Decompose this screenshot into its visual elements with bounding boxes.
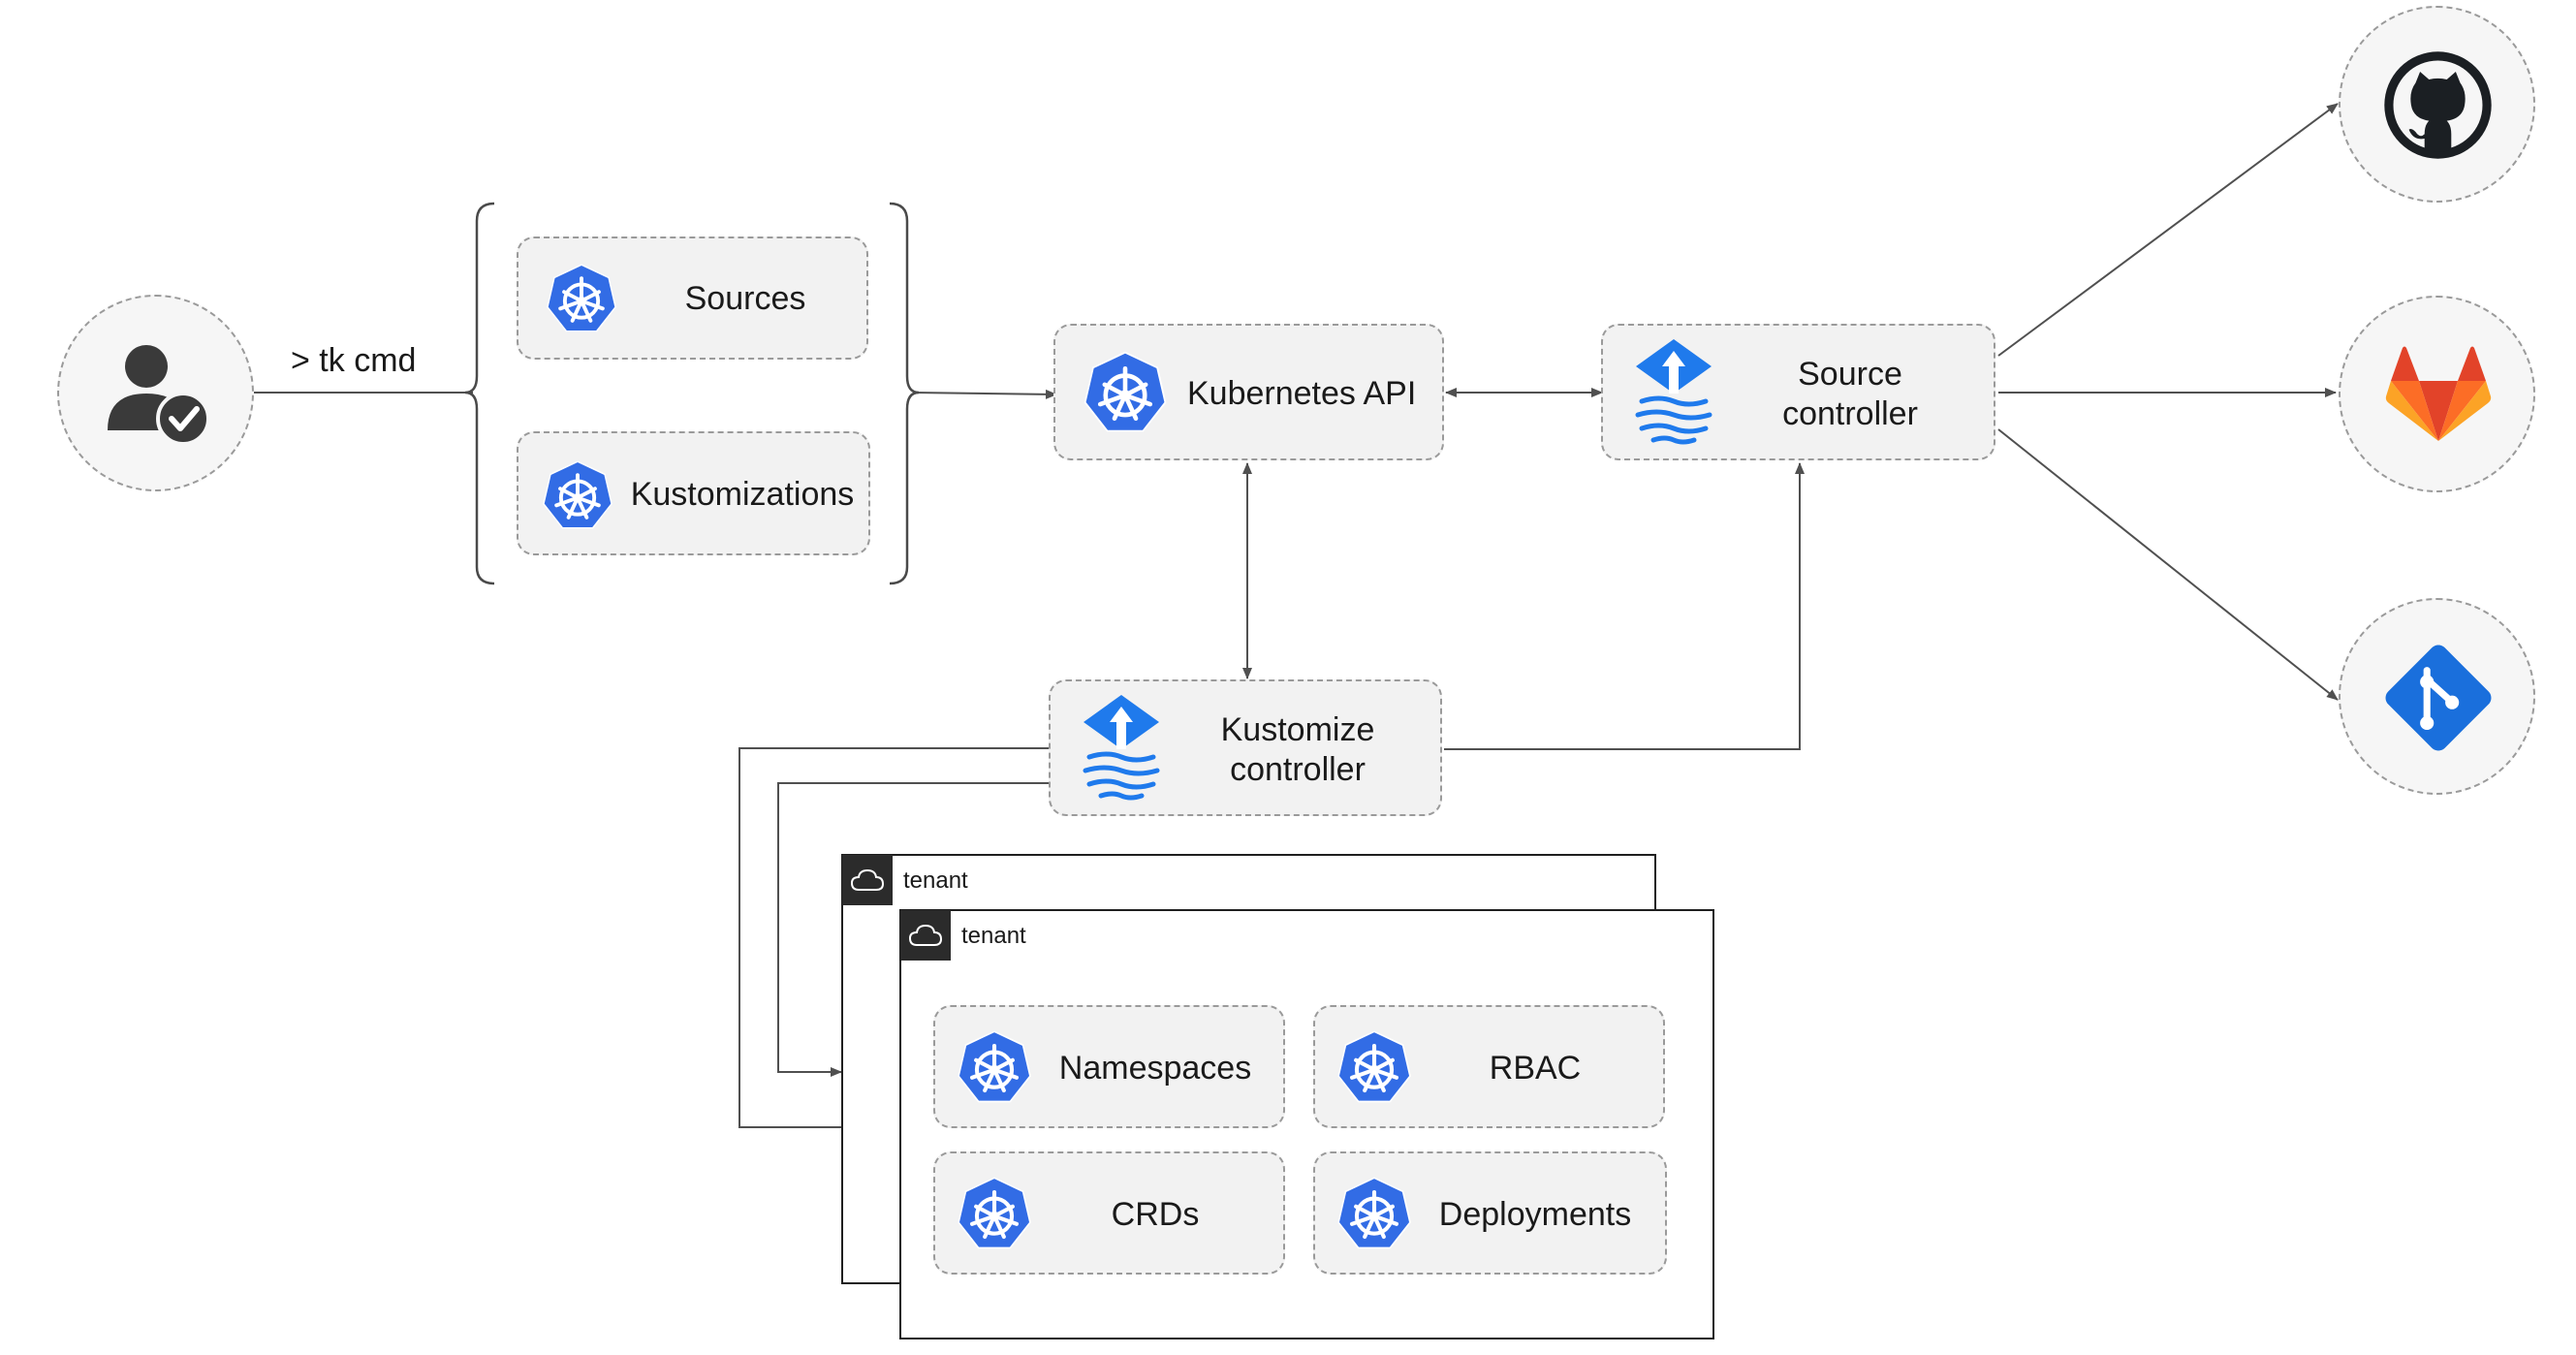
command-label: > tk cmd: [291, 342, 417, 379]
kubernetes-icon: [955, 1175, 1034, 1254]
tenant-frame-front: tenant Namespaces RBAC CRDs Deployments: [899, 909, 1714, 1339]
source-to-github-arrow: [1997, 103, 2339, 357]
crds-label: CRDs: [1111, 1196, 1200, 1233]
kustomize-controller-node[interactable]: Kustomize controller: [1049, 679, 1442, 816]
kustomizations-label: Kustomizations: [630, 476, 855, 513]
user-node[interactable]: [57, 295, 254, 491]
crds-node[interactable]: CRDs: [933, 1151, 1285, 1275]
github-repo-node[interactable]: [2339, 6, 2535, 203]
kustomize-controller-line2: controller: [1230, 751, 1366, 788]
resources-to-api-arrow: [912, 389, 1057, 399]
deployments-node[interactable]: Deployments: [1313, 1151, 1667, 1275]
kubernetes-icon: [955, 1028, 1034, 1108]
source-to-git-arrow: [1997, 428, 2339, 701]
git-icon: [2385, 645, 2492, 751]
namespaces-node[interactable]: Namespaces: [933, 1005, 1285, 1128]
source-controller-line1: Source: [1798, 356, 1902, 393]
kubernetes-icon: [1081, 349, 1170, 438]
kustomizations-node[interactable]: Kustomizations: [517, 431, 870, 555]
sources-label: Sources: [684, 280, 806, 317]
flux-icon: [1080, 693, 1163, 805]
kustomize-controller-label: Kustomize controller: [1196, 710, 1399, 790]
kubernetes-api-node[interactable]: Kubernetes API: [1053, 324, 1444, 460]
kustomize-to-tenant2-arrow: [738, 747, 1050, 1132]
gitlab-repo-node[interactable]: [2339, 296, 2535, 492]
source-controller-node[interactable]: Source controller: [1601, 324, 1995, 460]
source-controller-label: Source controller: [1748, 355, 1952, 434]
rbac-node[interactable]: RBAC: [1313, 1005, 1665, 1128]
tenant-tag: [842, 855, 893, 905]
git-repo-node[interactable]: [2339, 598, 2535, 795]
kubernetes-icon: [1335, 1175, 1414, 1254]
flux-icon: [1632, 337, 1715, 450]
deployments-label: Deployments: [1438, 1196, 1632, 1233]
rbac-label: RBAC: [1489, 1050, 1582, 1087]
cloud-icon: [908, 924, 943, 946]
namespaces-label: Namespaces: [1058, 1050, 1252, 1087]
kubernetes-icon: [1335, 1028, 1414, 1108]
kustomize-controller-line1: Kustomize: [1220, 711, 1375, 748]
sources-node[interactable]: Sources: [517, 236, 868, 360]
source-controller-line2: controller: [1782, 395, 1918, 432]
kubernetes-api-label: Kubernetes API: [1187, 375, 1417, 412]
github-icon: [2384, 51, 2492, 159]
tenant-label: tenant: [903, 867, 968, 894]
kubernetes-icon: [545, 263, 618, 333]
kubernetes-icon: [541, 459, 614, 530]
kustomize-to-tenant1-arrow: [777, 782, 1050, 1077]
tenant-label: tenant: [961, 923, 1026, 949]
tenant-tag: [900, 910, 951, 961]
user-check-icon: [108, 345, 210, 446]
gitlab-icon: [2385, 346, 2492, 441]
cloud-icon: [850, 868, 885, 891]
resource-brace: [464, 202, 920, 585]
kustomize-to-source-arrow: [1444, 462, 1805, 750]
